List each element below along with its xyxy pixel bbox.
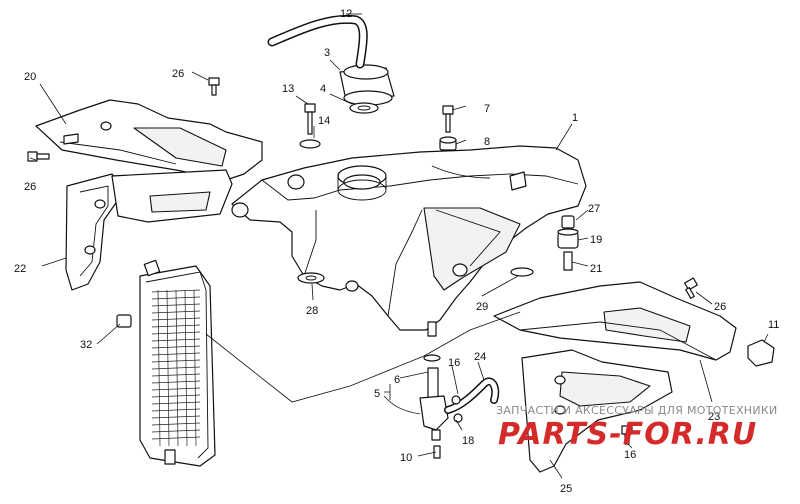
callout-26-left: 26: [24, 181, 36, 193]
fuel-tank-1: [231, 145, 587, 331]
radiator-fin: [151, 394, 201, 398]
watermark-tagline: ЗАПЧАСТИ И АКСЕССУАРЫ ДЛЯ МОТОТЕХНИКИ: [496, 404, 778, 417]
fuel-cap-3: [339, 64, 395, 106]
callout-29: 29: [476, 301, 488, 313]
bolt-26-left: [27, 151, 50, 162]
fuel-tap-assembly: [419, 321, 500, 459]
spacer-27: [561, 215, 575, 229]
radiator-fin: [151, 317, 201, 321]
callout-16-bottom: 18: [462, 435, 474, 447]
callout-labels: 12 3 4 13 14 7 8 1 26 20 26 22 32 28 29 …: [14, 8, 779, 495]
bolt-26-right: [684, 277, 698, 299]
radiator-fin: [151, 331, 201, 335]
radiator-core-tube: [166, 289, 170, 447]
callout-6: 6: [394, 374, 400, 386]
callout-28: 28: [306, 305, 318, 317]
radiator-fin: [151, 338, 201, 342]
callout-10: 10: [400, 452, 412, 464]
callout-26-top: 26: [172, 68, 184, 80]
bolt-26-top: [208, 77, 220, 96]
callout-24: 22: [14, 263, 26, 275]
callout-27: 27: [588, 203, 600, 215]
radiator-fin: [151, 408, 201, 412]
radiator-fin: [151, 324, 201, 328]
radiator-fin: [151, 366, 201, 370]
radiator-core-tube: [175, 289, 179, 447]
radiator-fin: [151, 345, 201, 349]
bolt-21: [563, 251, 573, 271]
callout-20: 24: [474, 351, 486, 363]
watermark-logo: PARTS-FOR.RU: [498, 417, 757, 452]
rubber-mount-19: [557, 228, 579, 249]
callout-7: 7: [484, 103, 490, 115]
callout-5: 5: [374, 388, 380, 400]
washer-29: [510, 267, 534, 277]
callout-13: 13: [282, 83, 294, 95]
callout-19: 19: [590, 234, 602, 246]
callout-1: 1: [572, 112, 578, 124]
radiator-fin: [151, 359, 201, 363]
side-panel-25: [521, 349, 673, 473]
callout-14: 14: [318, 115, 330, 127]
callout-16-top: 16: [448, 357, 460, 369]
clip-11: [747, 339, 775, 367]
callout-11: 11: [768, 319, 779, 331]
callout-22: 20: [24, 71, 36, 83]
bolt-7: [442, 105, 454, 133]
washer-28: [297, 272, 325, 284]
watermark: ЗАПЧАСТИ И АКСЕССУАРЫ ДЛЯ МОТОТЕХНИКИ PA…: [496, 404, 778, 452]
callout-18: 16: [624, 449, 636, 461]
radiator-core-tube: [157, 289, 161, 447]
radiator-fin: [151, 415, 201, 419]
air-shroud-22: [35, 99, 263, 181]
clip-32: [116, 314, 132, 328]
callout-32: 32: [80, 339, 92, 351]
radiator-core-tube: [184, 289, 188, 447]
radiator-core-tube: [193, 289, 197, 447]
gasket-4: [349, 102, 379, 114]
breather-hose-12: [267, 14, 368, 69]
radiator-fin: [151, 387, 201, 391]
air-shroud-23: [493, 281, 737, 361]
mounting-bracket: [111, 169, 233, 223]
radiator-fin: [151, 380, 201, 384]
callout-23: 23: [708, 411, 720, 423]
washer-14: [299, 139, 321, 149]
screw-18: [621, 425, 633, 445]
radiator-fin: [151, 352, 201, 356]
rubber-mount-8: [439, 136, 457, 151]
radiator: [139, 259, 216, 467]
filler-neck: [337, 165, 387, 201]
callout-8: 8: [484, 136, 490, 148]
callout-4: 4: [320, 83, 326, 95]
side-panel-24: [65, 173, 119, 291]
radiator-fin: [151, 373, 201, 377]
radiator-fin: [151, 401, 201, 405]
callout-25: 25: [560, 483, 572, 495]
callout-21: 21: [590, 263, 602, 275]
callout-26-right: 26: [714, 301, 726, 313]
callout-12: 12: [340, 8, 352, 20]
bolt-13: [304, 103, 316, 135]
callout-3: 3: [324, 47, 330, 59]
leader-lines: [29, 13, 769, 479]
